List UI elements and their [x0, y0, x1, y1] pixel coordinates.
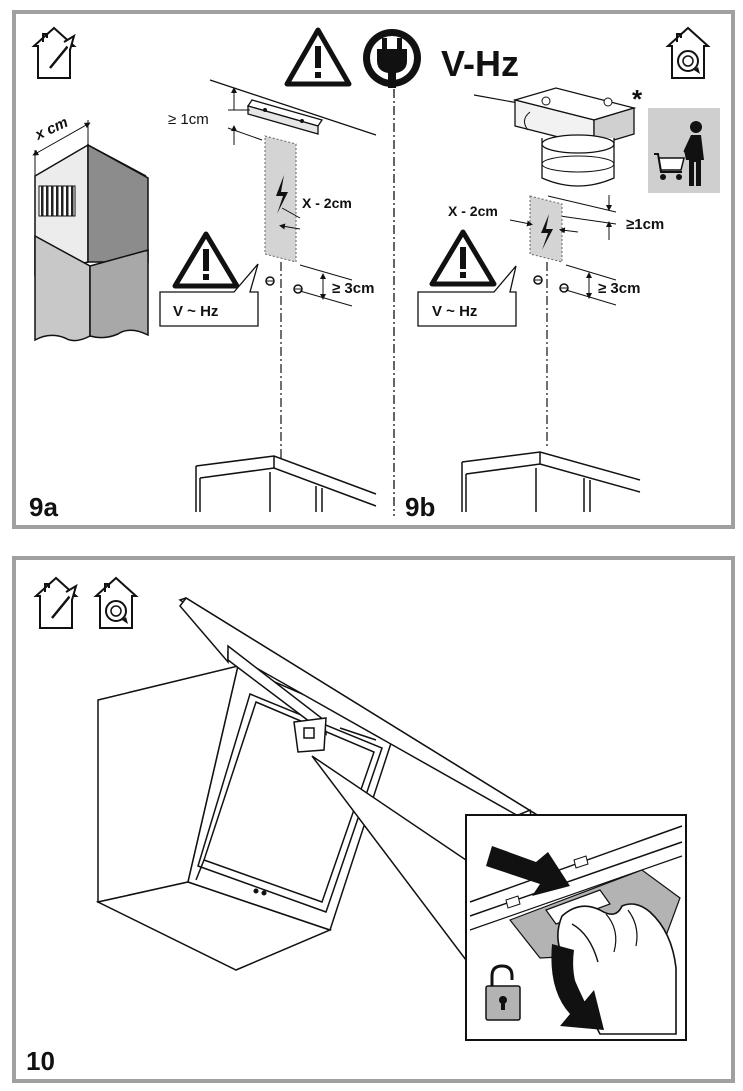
ceiling-line	[209, 79, 377, 136]
shopping-cart-person-icon	[648, 108, 720, 193]
warning-triangle-icon	[429, 229, 497, 287]
house-recirculation-icon	[93, 576, 139, 629]
voltage-label: V-Hz	[441, 43, 519, 84]
screws-9b	[533, 275, 569, 293]
padlock-open-icon	[485, 964, 521, 1021]
asterisk-mark: *	[632, 84, 643, 114]
chimney-drawing	[32, 120, 149, 342]
recirculation-box	[512, 87, 637, 187]
svg-text:V ~ Hz: V ~ Hz	[432, 303, 477, 320]
step-label-9b: 9b	[405, 492, 435, 522]
glass-panel	[178, 597, 544, 835]
dim-top-label-9a: ≥ 1cm	[168, 111, 209, 128]
voltage-callout-9a: V ~ Hz	[159, 263, 259, 327]
step-label-10: 10	[26, 1046, 55, 1076]
dim-x-label-9a: X - 2cm	[302, 195, 352, 211]
house-exhaust-icon	[33, 576, 79, 629]
dim-x-label-9b: X - 2cm	[448, 203, 498, 219]
house-exhaust-icon	[31, 26, 77, 79]
wall-cabinet-9a	[195, 455, 377, 512]
warning-triangle-icon	[172, 231, 240, 289]
panel-9: V-Hz x cm	[12, 10, 735, 529]
voltage-callout-9b: V ~ Hz	[417, 265, 517, 327]
detail-inset	[465, 814, 687, 1041]
warning-triangle-icon	[284, 27, 352, 87]
house-recirculation-icon	[665, 26, 711, 79]
dim-bottom-label-9a: ≥ 3cm	[332, 280, 374, 297]
hood-body	[95, 664, 395, 971]
dim-bottom-label-9b: ≥ 3cm	[598, 280, 640, 297]
wall-cabinet-9b	[461, 451, 641, 512]
power-plug-icon	[363, 29, 421, 88]
lightning-icon	[276, 175, 288, 214]
panel-10: 10	[12, 556, 735, 1083]
electrical-zone-9a	[264, 135, 297, 263]
mounting-bracket	[246, 99, 324, 135]
lightning-icon	[541, 214, 553, 250]
dim-top-label-9b: ≥1cm	[626, 216, 664, 233]
step-label-9a: 9a	[29, 492, 58, 522]
electrical-zone-9b	[529, 195, 563, 263]
svg-text:V ~ Hz: V ~ Hz	[173, 303, 218, 320]
